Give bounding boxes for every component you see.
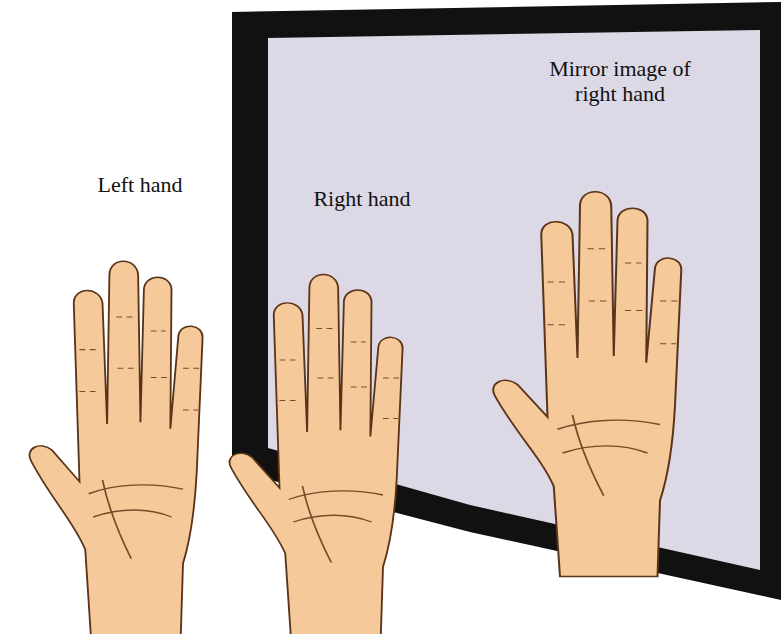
right-hand bbox=[230, 275, 403, 634]
hand-label: Left hand bbox=[60, 172, 220, 197]
hand-label: Right hand bbox=[277, 186, 447, 211]
hand-label: Mirror image of right hand bbox=[535, 56, 705, 107]
left-hand bbox=[30, 261, 203, 634]
mirror-hand bbox=[493, 192, 681, 577]
